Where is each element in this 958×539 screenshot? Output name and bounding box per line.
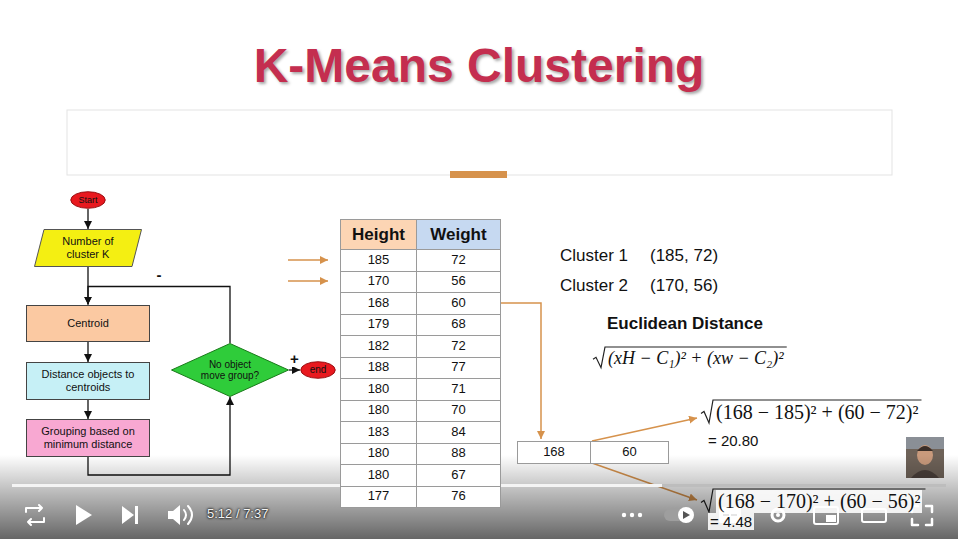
cluster-label: Cluster 1 [560,246,628,266]
time-display: 5:12 / 7:37 [207,507,268,522]
table-header: Height [340,219,417,250]
pointer-arrow [288,259,328,261]
node-text: Start [78,195,97,205]
table-cell: 180 [340,378,417,401]
flow-connector [87,400,88,419]
node-text: Centroid [67,317,109,330]
flow-connector [87,209,88,229]
table-cell: 72 [416,335,501,358]
radical-sign [593,347,787,368]
diamond-shape [172,344,289,397]
centroid-coordinates: (185, 72) [650,246,718,266]
table-cell: 180 [340,443,417,466]
edge-label: - [155,267,164,284]
terminal-oval: Start [70,191,106,209]
distance-result: = 4.48 [708,513,754,530]
table-cell: 72 [416,249,501,272]
autoplay-glyph [683,511,690,519]
oval-shape [301,362,336,379]
table-cell: 84 [416,421,501,444]
table-cell: 70 [416,400,501,423]
table-cell: 168 [517,441,591,464]
table-cell: 56 [416,271,501,294]
node-text: end [310,364,327,376]
table-cell: 179 [340,314,417,337]
table-cell: 76 [416,486,501,509]
table-cell: 170 [340,271,417,294]
more-icon [638,513,642,517]
next-icon-bar [135,506,138,524]
node-text: Grouping based on minimum distance [33,425,143,450]
centroid-coordinates: (170, 56) [650,276,718,296]
table-cell: 60 [416,292,501,315]
node-text: Number of cluster K [51,235,125,260]
table-cell: 182 [340,335,417,358]
distance-calculation: (168 − 170)² + (60 − 56)² [716,490,922,513]
next-icon [122,506,134,524]
oval-shape [71,192,106,209]
leader-line [592,418,697,441]
radical-sign [701,400,921,423]
process-box: Distance objects to centroids [26,362,150,400]
table-cell: 68 [416,314,501,337]
subtitle-panel [67,110,892,175]
table-cell: 67 [416,464,501,487]
accent-bar [450,171,507,178]
slide-title: K-Means Clustering [0,38,958,93]
distance-formula: (xH − C₁)² + (xw − C₂)² [608,348,784,369]
progress-played [12,484,662,487]
formula-heading: Euclidean Distance [607,314,763,334]
input-parallelogram: Number of cluster K [34,229,142,267]
play-icon [76,505,92,525]
table-cell: 185 [340,249,417,272]
pip-inner [826,515,836,522]
table-header: Weight [416,219,501,250]
table-cell: 88 [416,443,501,466]
table-cell: 183 [340,421,417,444]
distance-result: = 20.80 [708,432,758,449]
radical-sign [701,489,925,512]
process-box: Centroid [26,305,150,342]
process-box: Grouping based on minimum distance [26,419,150,457]
autoplay-knob [678,507,694,523]
flow-connector [289,369,300,370]
terminal-oval: end [300,361,336,379]
table-cell: 180 [340,400,417,423]
pointer-arrow [288,280,328,282]
distance-calculation: (168 − 185)² + (60 − 72)² [716,401,918,424]
node-text: Distance objects to centroids [33,368,143,393]
cluster-label: Cluster 2 [560,276,628,296]
table-cell: 77 [416,357,501,380]
node-text: No object move group? [199,359,261,382]
more-icon [630,513,634,517]
table-cell: 180 [340,464,417,487]
flow-connector [87,342,88,363]
thumbnail-hair [917,446,933,451]
edge-label: + [288,351,301,368]
controls-shade [0,455,958,539]
decision-diamond: No object move group? [171,343,289,397]
more-icon [622,513,626,517]
table-cell: 177 [340,486,417,509]
table-cell: 60 [590,441,669,464]
settings-hub [776,513,780,517]
volume-waves [184,506,192,524]
loop-icon [26,505,44,525]
volume-icon [168,505,180,525]
table-cell: 168 [340,292,417,315]
table-cell: 71 [416,378,501,401]
table-cell: 188 [340,357,417,380]
parallelogram-shape [35,230,142,267]
